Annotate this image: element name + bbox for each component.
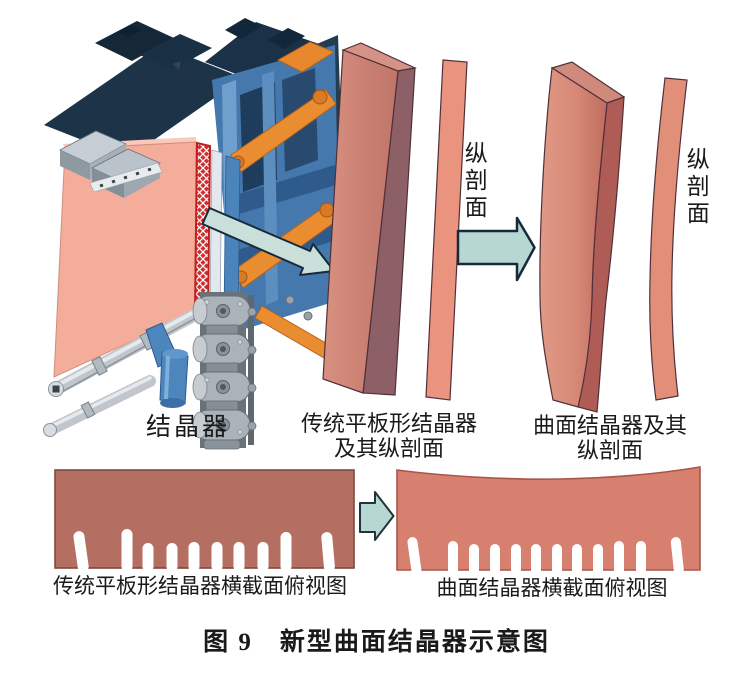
label-flat-mold-plate-line2: 及其纵剖面 xyxy=(333,436,444,462)
label-curved-cross-section-top-view: 曲面结晶器横截面俯视图 xyxy=(436,576,668,600)
label-mold: 结晶器 xyxy=(145,414,230,441)
flat-mold-plate-3d xyxy=(322,42,417,396)
figure-caption: 图 9 新型曲面结晶器示意图 xyxy=(203,629,550,656)
arrow-flat-to-curved-icon xyxy=(456,216,536,282)
label-curved-mold-plate-line2: 纵剖面 xyxy=(576,438,643,464)
caster-machine-illustration xyxy=(43,18,342,450)
label-curved-mold-plate: 曲面结晶器及其 纵剖面 xyxy=(512,413,708,463)
flat-mold-cross-section-top-view xyxy=(54,469,355,572)
arrow-mold-to-flat-plate-icon xyxy=(201,207,335,276)
curved-mold-cross-section-top-view xyxy=(396,466,701,575)
label-curved-longitudinal-section: 纵剖面 xyxy=(683,147,709,228)
label-flat-mold-plate-line1: 传统平板形结晶器 xyxy=(300,411,477,436)
label-flat-cross-section-top-view: 传统平板形结晶器横截面俯视图 xyxy=(53,574,347,598)
machine-top-slab xyxy=(44,45,243,158)
curved-mold-plate-3d xyxy=(539,61,626,413)
guide-rollers xyxy=(43,307,203,437)
machine-blue-cylinders xyxy=(145,322,189,408)
label-flat-mold-plate: 传统平板形结晶器 及其纵剖面 xyxy=(280,411,498,461)
machine-clamp-boxes xyxy=(59,130,163,198)
curved-mold-longitudinal-section xyxy=(649,77,688,401)
arrow-flat-view-to-curved-view-icon xyxy=(359,491,395,541)
segment-roller-stack xyxy=(192,292,257,450)
label-curved-mold-plate-line1: 曲面结晶器及其 xyxy=(532,413,687,438)
mold-narrow-face-hatched xyxy=(193,141,212,316)
label-flat-longitudinal-section: 纵剖面 xyxy=(461,141,487,222)
flat-mold-longitudinal-section xyxy=(425,59,468,401)
